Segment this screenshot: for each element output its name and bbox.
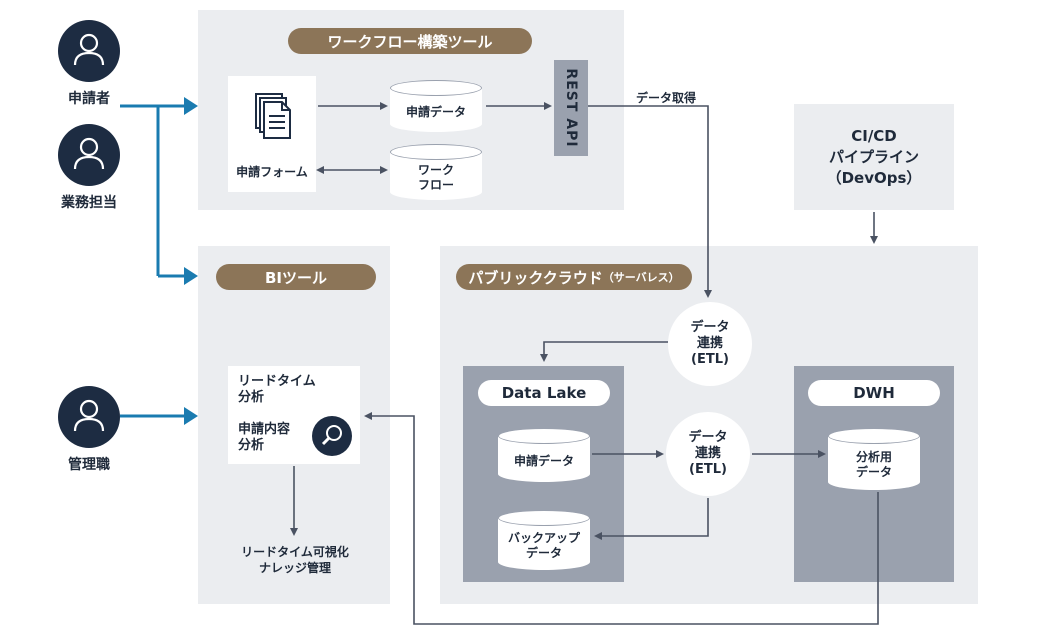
public-cloud-title-suffix: （サーバレス） (602, 271, 680, 284)
bi-output-label: リードタイム可視化 ナレッジ管理 (241, 545, 349, 575)
data-fetch-label: データ取得 (636, 91, 697, 105)
operator-avatar-icon (58, 124, 120, 186)
content-analysis-label: 申請内容 分析 (238, 422, 291, 453)
datalake-application-db-label: 申請データ (513, 453, 574, 468)
cicd-label: CI/CD パイプライン （DevOps） (826, 127, 922, 187)
datalake-application-db: 申請データ (498, 428, 590, 482)
workflow-application-db: 申請データ (390, 80, 482, 132)
leadtime-analysis-label: リードタイム 分析 (238, 374, 316, 405)
public-cloud-title: パブリッククラウド（サーバレス） (456, 264, 692, 290)
workflow-db-label: ワーク フロー (417, 163, 454, 192)
dwh-analysis-db-label: 分析用 データ (855, 450, 892, 479)
dwh-title: DWH (808, 380, 940, 406)
data-lake-title: Data Lake (478, 380, 610, 406)
public-cloud-title-main: パブリッククラウド (468, 268, 603, 287)
cicd-panel (794, 104, 954, 210)
etl-top-node: データ 連携 (ETL) (668, 302, 752, 386)
actor-connectors (120, 104, 186, 418)
manager-avatar-icon (58, 386, 120, 448)
application-form-label: 申請フォーム (236, 165, 308, 179)
bi-analysis-box: リードタイム 分析 申請内容 分析 (228, 366, 360, 464)
dwh-analysis-db: 分析用 データ (828, 428, 920, 490)
search-icon (312, 416, 352, 456)
etl-middle-node: データ 連携 (ETL) (666, 412, 750, 496)
applicant-label: 申請者 (68, 91, 110, 107)
workflow-application-db-label: 申請データ (405, 104, 466, 119)
operator-label: 業務担当 (61, 195, 117, 211)
bi-tool-title: BIツール (216, 264, 376, 290)
rest-api-bar: REST API (554, 60, 588, 156)
application-form-box: 申請フォーム (228, 76, 316, 192)
applicant-avatar-icon (58, 20, 120, 82)
document-icon (250, 92, 296, 148)
workflow-tool-title: ワークフロー構築ツール (288, 28, 532, 54)
rest-api-label: REST API (563, 68, 579, 148)
actor-arrowheads (184, 97, 198, 425)
workflow-db: ワーク フロー (390, 144, 482, 200)
datalake-backup-db-label: バックアップ データ (507, 531, 580, 560)
manager-label: 管理職 (68, 457, 110, 473)
datalake-backup-db: バックアップ データ (498, 510, 590, 570)
